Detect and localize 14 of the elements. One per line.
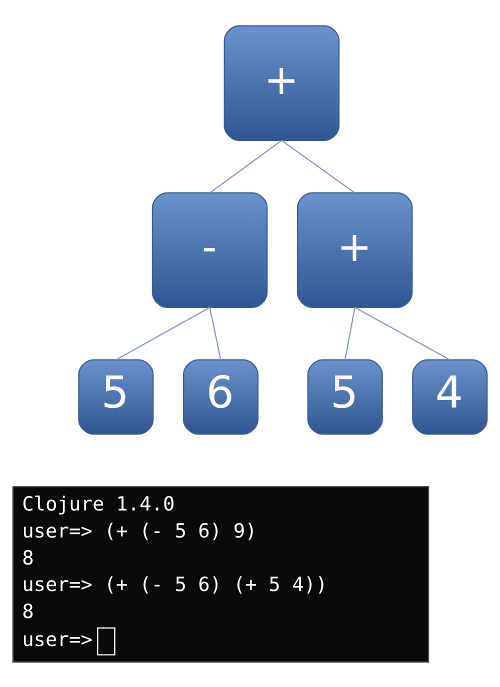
connector (344, 306, 356, 360)
node-box: - (152, 192, 268, 308)
node-box: 5 (307, 358, 383, 434)
node-box: Clojure 1.4.0 user=> (+ (- 5 6) 9) 8 user=> (+ (- 5 6) (+ 5 4)) 8 user=> (12, 486, 430, 662)
node-box: 6 (182, 358, 259, 434)
node-box: + (296, 192, 413, 308)
node-box: 4 (412, 358, 488, 434)
connector (116, 306, 210, 360)
connector (281, 139, 356, 193)
node-box: + (224, 24, 340, 141)
connector (354, 306, 450, 360)
connector (209, 306, 222, 360)
connector (209, 139, 282, 193)
node-box: 5 (78, 358, 154, 434)
